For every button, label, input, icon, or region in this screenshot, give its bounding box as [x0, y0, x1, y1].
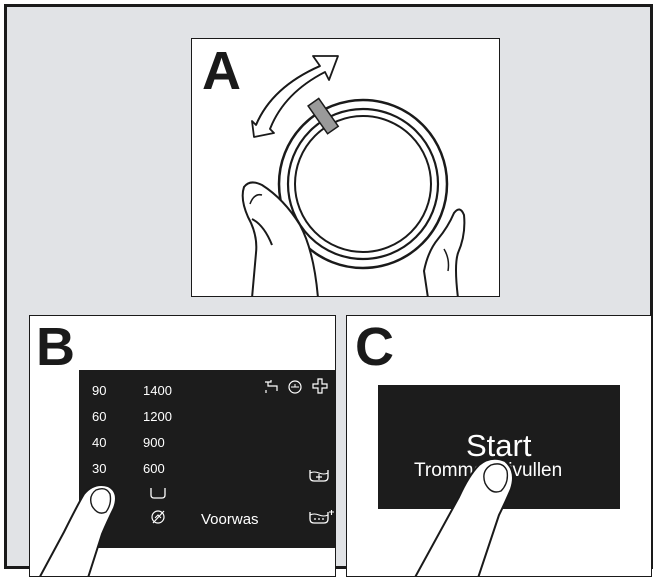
illustration-frame: A	[4, 4, 653, 577]
finger-icon	[39, 484, 117, 576]
extra-plus-icon[interactable]	[312, 378, 328, 394]
panel-c-letter: C	[355, 317, 394, 377]
panel-a-letter: A	[202, 41, 241, 101]
no-spin-icon[interactable]	[150, 509, 166, 525]
control-display: 90 60 40 30 1400 1200 900 600 Voorwas	[79, 370, 335, 548]
timer-icon[interactable]	[287, 379, 303, 395]
rotate-arrow-icon	[251, 55, 339, 138]
panel-a-knob: A	[191, 38, 500, 297]
temperature-option[interactable]: 40	[92, 435, 107, 450]
temperature-option[interactable]: 90	[92, 383, 107, 398]
prewash-label[interactable]: Voorwas	[201, 511, 259, 528]
tub-prewash-icon[interactable]	[309, 510, 335, 524]
spin-speed-option[interactable]: 600	[143, 461, 165, 476]
panel-b-letter: B	[36, 317, 75, 377]
tub-plus-icon[interactable]	[309, 468, 329, 482]
left-hand-icon	[241, 181, 319, 296]
finger-icon	[414, 457, 514, 576]
right-hand-icon	[423, 208, 466, 296]
rotary-knob-illustration	[241, 55, 466, 296]
basin-icon[interactable]	[150, 487, 166, 499]
knob-icon	[277, 97, 449, 270]
panel-c-start: C Start Trommel bijvullen	[346, 315, 652, 577]
spin-speed-option[interactable]: 1200	[143, 409, 172, 424]
temperature-option[interactable]: 30	[92, 461, 107, 476]
rinse-tap-icon[interactable]	[263, 378, 279, 394]
spin-speed-option[interactable]: 900	[143, 435, 165, 450]
start-button-label[interactable]: Start	[466, 428, 532, 463]
temperature-option[interactable]: 60	[92, 409, 107, 424]
panel-b-display: B 90 60 40 30 1400 1200 900 600 Voorwas	[29, 315, 336, 577]
spin-speed-option[interactable]: 1400	[143, 383, 172, 398]
